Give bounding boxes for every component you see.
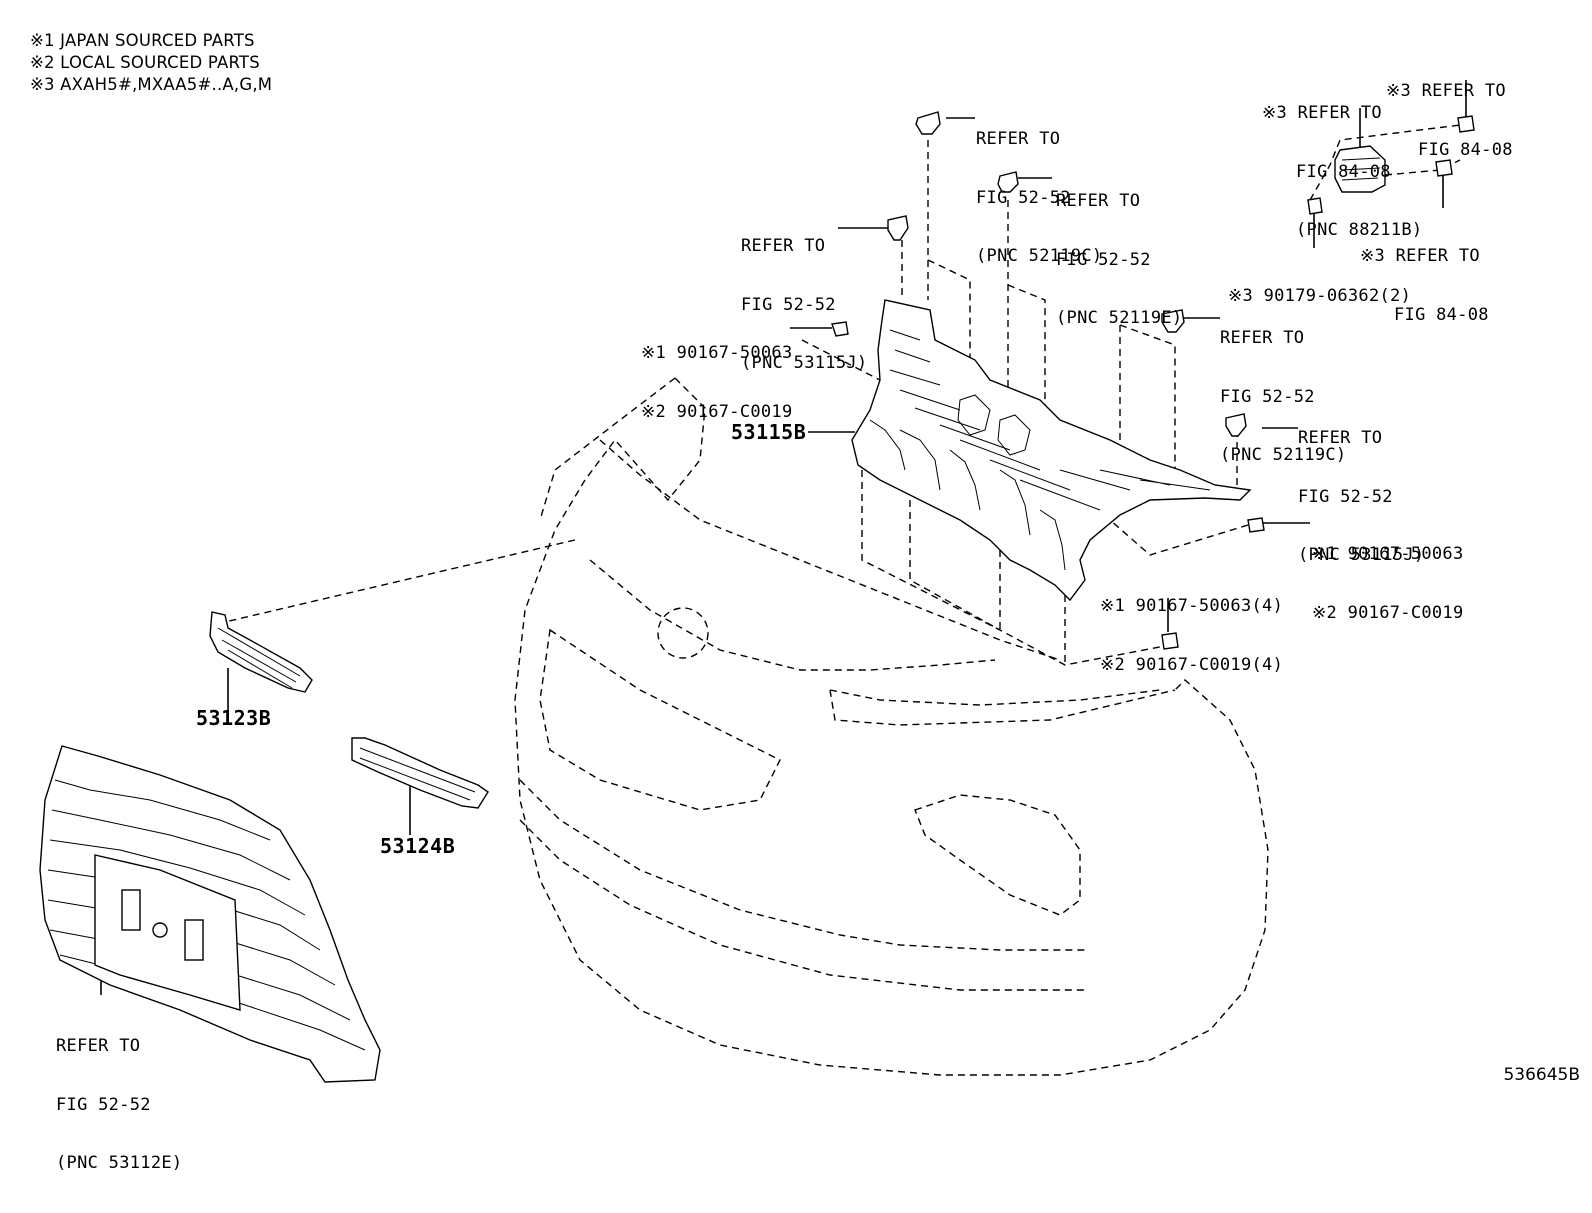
part-number-53124b: 53124B [380,834,456,858]
part-number-53115b: 53115B [731,420,807,444]
callout-bolt-left: ※1 90167-50063 ※2 90167-C0019 [641,343,793,422]
callout-refer-52119c-right: REFER TO FIG 52-52 (PNC 52119C) [1220,328,1347,465]
note-3: ※3 AXAH5#,MXAA5#..A,G,M [30,75,273,94]
callout-90179: ※3 90179-06362(2) [1228,286,1412,306]
fastener-clips [831,111,1475,650]
clip-52119e [997,171,1019,193]
callout-refer-84-08-mid: ※3 REFER TO FIG 84-08 [1360,246,1489,325]
note-2: ※2 LOCAL SOURCED PARTS [30,53,260,72]
bolt-84-08-top [1457,115,1475,133]
bracket-53115b [851,299,1252,602]
bolt-right [1247,517,1265,533]
bolt-84-08-mid [1435,159,1453,177]
callout-bolt-bottom: ※1 90167-50063(4) ※2 90167-C0019(4) [1100,596,1284,675]
callout-refer-53115j-right: REFER TO FIG 52-52 (PNC 53115J) [1298,428,1425,565]
callout-refer-52119c-top: REFER TO FIG 52-52 (PNC 52119C) [976,129,1103,266]
bolt-left [831,321,849,337]
clip-53115j-left [887,215,909,241]
clip-52119c-top [915,111,941,135]
notes-legend: ※1 JAPAN SOURCED PARTS ※2 LOCAL SOURCED … [30,30,272,96]
note-1: ※1 JAPAN SOURCED PARTS [30,31,255,50]
radiator-grille-53112e [39,745,381,1083]
parts-diagram: ※1 JAPAN SOURCED PARTS ※2 LOCAL SOURCED … [30,30,1580,1173]
part-number-53123b: 53123B [196,706,272,730]
callout-refer-52119e: REFER TO FIG 52-52 (PNC 52119E) [1056,191,1183,328]
bolt-bottom [1161,632,1179,650]
diagram-drawing [39,80,1475,1083]
molding-53123b [209,611,313,693]
clip-52119c-right [1161,309,1185,333]
assembly-guide-lines [224,124,1461,666]
callout-refer-53115j-left: REFER TO FIG 52-52 (PNC 53115J) [741,236,868,373]
figure-id: 536645B [1503,1065,1580,1085]
callout-refer-53112e: REFER TO FIG 52-52 (PNC 53112E) [56,1036,183,1173]
callout-refer-88211b: ※3 REFER TO FIG 84-08 (PNC 88211B) [1262,103,1423,240]
molding-53124b [351,737,489,809]
radar-sensor-88211b [1334,145,1386,193]
front-bumper-cover [514,377,1269,1076]
bolt-90179 [1307,197,1323,215]
callout-bolt-right: ※1 90167-50063 ※2 90167-C0019 [1312,544,1464,623]
callout-refer-84-08-top: ※3 REFER TO FIG 84-08 [1386,81,1513,160]
clip-53115j-right [1225,413,1247,437]
